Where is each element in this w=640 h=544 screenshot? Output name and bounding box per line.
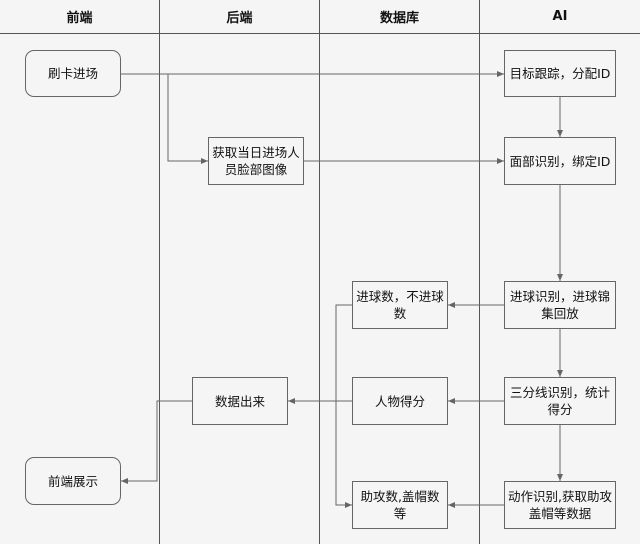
node-three-pt: 三分线识别，统计得分 bbox=[504, 377, 616, 425]
arrow bbox=[121, 400, 192, 484]
lane-database: 数据库 bbox=[320, 0, 480, 544]
lane-header: 前端 bbox=[0, 0, 159, 34]
node-player-score: 人物得分 bbox=[352, 377, 448, 425]
node-get-faces: 获取当日进场人员脸部图像 bbox=[208, 137, 304, 185]
arrow bbox=[167, 74, 208, 164]
lane-backend: 后端 bbox=[160, 0, 320, 544]
lane-frontend: 前端 bbox=[0, 0, 160, 544]
arrow bbox=[335, 304, 352, 508]
node-swipe-card: 刷卡进场 bbox=[25, 50, 121, 97]
lane-header: AI bbox=[480, 0, 640, 34]
node-assists: 助攻数,盖帽数等 bbox=[352, 481, 448, 529]
lane-header: 数据库 bbox=[320, 0, 479, 34]
lane-header: 后端 bbox=[160, 0, 319, 34]
node-goal-count: 进球数，不进球数 bbox=[352, 281, 448, 329]
node-action-rec: 动作识别,获取助攻盖帽等数据 bbox=[504, 481, 616, 529]
node-data-out: 数据出来 bbox=[192, 377, 288, 425]
node-frontend-show: 前端展示 bbox=[25, 457, 121, 505]
node-goal-rec: 进球识别，进球锦集回放 bbox=[504, 281, 616, 329]
lane-ai: AI bbox=[480, 0, 640, 544]
node-face-rec: 面部识别，绑定ID bbox=[504, 137, 616, 185]
node-track: 目标跟踪，分配ID bbox=[504, 50, 616, 97]
